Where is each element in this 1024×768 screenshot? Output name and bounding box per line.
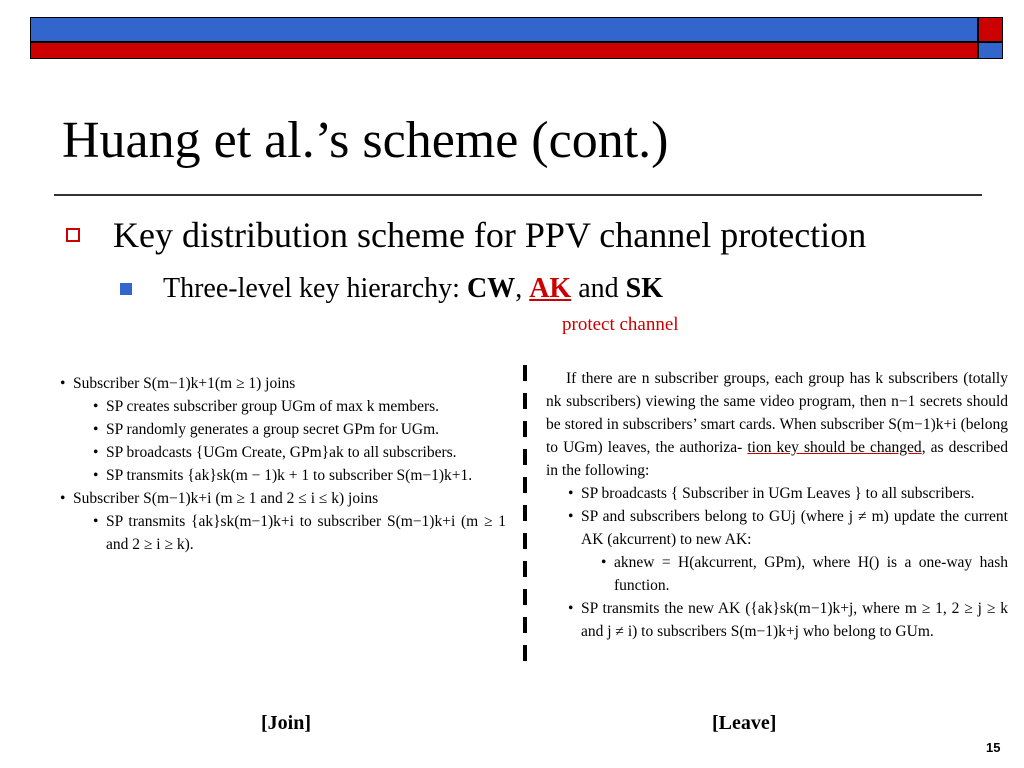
title-rule xyxy=(54,194,982,196)
leave-intro-end: , as described in the following: xyxy=(546,439,1008,479)
bullet-key-hierarchy: Three-level key hierarchy: CW, AK and SK xyxy=(163,273,663,305)
header-square-blue xyxy=(978,42,1003,59)
leave-item-text: SP and subscribers belong to GUj (where … xyxy=(581,508,1008,548)
header-square-red xyxy=(978,17,1003,42)
hierarchy-prefix: Three-level key hierarchy: xyxy=(163,273,467,304)
header-bar-blue xyxy=(30,17,978,42)
hollow-square-bullet-icon xyxy=(66,228,80,242)
header-bar-red xyxy=(30,42,978,59)
leave-intro: If there are n subscriber groups, each g… xyxy=(546,367,1008,482)
leave-procedure: If there are n subscriber groups, each g… xyxy=(546,367,1008,643)
dashed-divider xyxy=(523,365,527,670)
leave-item: SP broadcasts { Subscriber in UGm Leaves… xyxy=(568,482,1008,505)
filled-square-bullet-icon xyxy=(120,283,132,295)
leave-subitem: aknew = H(akcurrent, GPm), where H() is … xyxy=(601,551,1008,597)
join-item: Subscriber S(m−1)k+i (m ≥ 1 and 2 ≤ i ≤ … xyxy=(60,487,506,556)
join-subitem: SP randomly generates a group secret GPm… xyxy=(93,418,506,441)
join-subitem: SP transmits {ak}sk(m−1)k+i to subscribe… xyxy=(93,510,506,556)
leave-intro-underlined: tion key should be changed xyxy=(747,439,922,456)
hierarchy-cw: CW xyxy=(466,273,516,304)
join-item: Subscriber S(m−1)k+1(m ≥ 1) joins SP cre… xyxy=(60,372,506,487)
bullet-key-distribution: Key distribution scheme for PPV channel … xyxy=(113,215,867,255)
hierarchy-comma: , xyxy=(515,273,530,304)
join-item-text: Subscriber S(m−1)k+1(m ≥ 1) joins xyxy=(73,375,296,392)
slide-title: Huang et al.’s scheme (cont.) xyxy=(62,112,669,169)
hierarchy-ak: AK xyxy=(529,273,572,304)
join-subitem: SP transmits {ak}sk(m − 1)k + 1 to subsc… xyxy=(93,464,506,487)
hierarchy-sk: SK xyxy=(625,273,663,304)
join-subitem: SP creates subscriber group UGm of max k… xyxy=(93,395,506,418)
join-subitem: SP broadcasts {UGm Create, GPm}ak to all… xyxy=(93,441,506,464)
leave-item: SP transmits the new AK ({ak}sk(m−1)k+j,… xyxy=(568,597,1008,643)
leave-intro-text: If there are n subscriber groups, each g… xyxy=(546,370,1008,456)
leave-item: SP and subscribers belong to GUj (where … xyxy=(568,505,1008,597)
leave-caption: [Leave] xyxy=(712,712,777,734)
join-caption: [Join] xyxy=(261,712,311,734)
hierarchy-and: and xyxy=(571,273,626,304)
join-item-text: Subscriber S(m−1)k+i (m ≥ 1 and 2 ≤ i ≤ … xyxy=(73,490,379,507)
page-number: 15 xyxy=(986,740,1001,755)
join-procedure: Subscriber S(m−1)k+1(m ≥ 1) joins SP cre… xyxy=(60,372,506,556)
protect-channel-note: protect channel xyxy=(562,314,679,335)
